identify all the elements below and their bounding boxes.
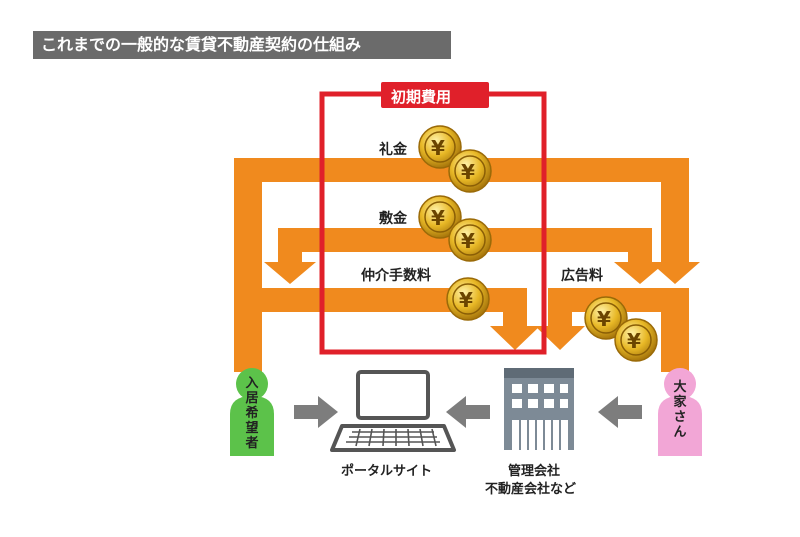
flow-arrow-chukai: [234, 288, 540, 372]
yen-coin: [448, 218, 492, 262]
agency-label-line1: 管理会社: [508, 464, 561, 479]
portal-label: ポータルサイト: [341, 464, 433, 479]
arrow-applicant-to-portal: [294, 396, 338, 428]
yen-symbol: ¥: [431, 206, 445, 230]
yen-coin: [448, 149, 492, 193]
yen-symbol: ¥: [459, 288, 473, 312]
yen-symbol: ¥: [431, 136, 445, 160]
yen-symbol: ¥: [597, 307, 611, 331]
fee-label-shikikin: 敷金: [379, 211, 407, 227]
yen-coin: [614, 318, 658, 362]
applicant-label: 入 居 希 望 者: [245, 376, 259, 451]
flow-arrow-reikin: [234, 158, 700, 368]
initial-cost-label: 初期費用: [391, 88, 452, 106]
yen-symbol: ¥: [461, 160, 475, 184]
fee-label-chukai: 仲介手数料: [361, 268, 431, 284]
fee-label-reikin: 礼金: [379, 142, 407, 158]
building-icon: [504, 368, 574, 450]
flow-arrow-kokoku: [535, 288, 689, 372]
agency-label-line2: 不動産会社など: [485, 482, 577, 497]
landlord-icon: [658, 368, 702, 456]
arrow-agency-to-portal: [446, 396, 490, 428]
initial-cost-label-bg: [381, 82, 489, 108]
arrow-landlord-to-agency: [598, 396, 642, 428]
page-title: これまでの一般的な賃貸不動産契約の仕組み: [33, 31, 451, 59]
yen-symbol: ¥: [627, 329, 641, 353]
laptop-icon: [330, 370, 456, 452]
yen-symbol: ¥: [461, 229, 475, 253]
flow-arrow-shikikin: [264, 228, 666, 284]
landlord-label: 大 家 さ ん: [673, 380, 687, 440]
yen-coin: [418, 195, 462, 239]
applicant-icon: [230, 368, 274, 456]
yen-coin: [584, 296, 628, 340]
fee-label-kokoku: 広告料: [561, 268, 603, 284]
yen-coin: [446, 277, 490, 321]
yen-coin: [418, 125, 462, 169]
